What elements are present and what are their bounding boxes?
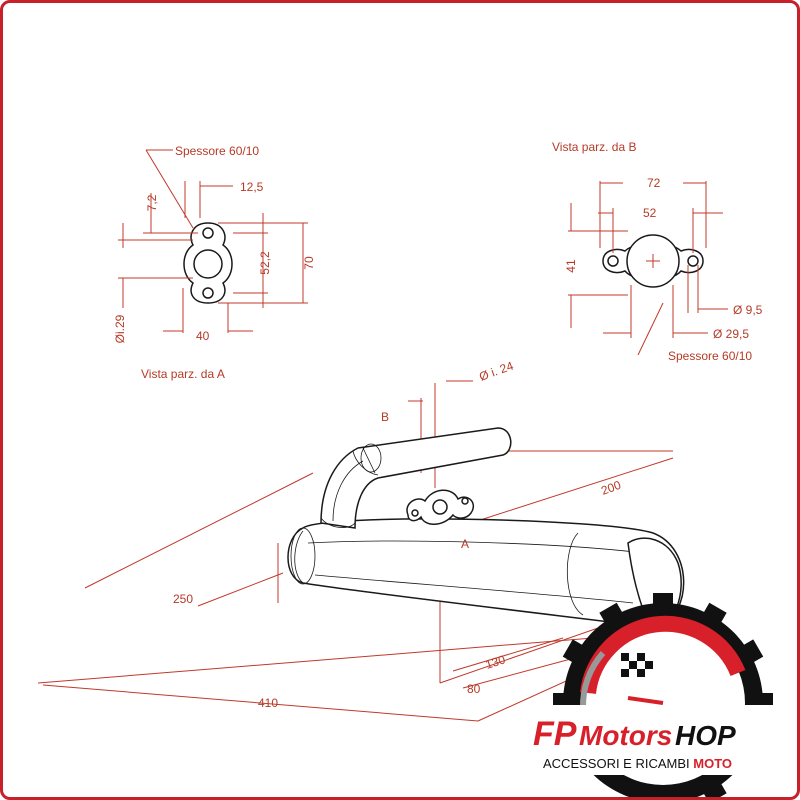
- view-a-dim-70: 70: [302, 256, 316, 270]
- logo-motors: Motors: [579, 720, 672, 751]
- view-b: Vista parz. da B 72 52 41 Ø 9,5 Ø 29,5 S…: [552, 140, 763, 363]
- fp-motorshop-logo: FP Motors HOP ACCESSORI E RICAMBI MOTO: [531, 593, 781, 797]
- view-b-dim-9-5: Ø 9,5: [733, 303, 763, 317]
- logo-hop: HOP: [675, 720, 736, 751]
- view-a-bore: [193, 249, 223, 279]
- view-b-thickness: Spessore 60/10: [668, 349, 752, 363]
- view-b-dim-72: 72: [647, 176, 661, 190]
- view-a-thickness: Spessore 60/10: [175, 144, 259, 158]
- view-a: Spessore 60/10 7,2 12,5 52,2 70 Øi.29 40…: [113, 144, 316, 381]
- view-a-dim-40: 40: [196, 329, 210, 343]
- technical-drawing: Spessore 60/10 7,2 12,5 52,2 70 Øi.29 40…: [37, 140, 781, 797]
- view-b-hole-left: [607, 255, 619, 267]
- view-a-caption: Vista parz. da A: [141, 367, 225, 381]
- view-a-hole-bottom: [202, 287, 214, 299]
- view-b-dim-29-5: Ø 29,5: [713, 327, 749, 341]
- main-dim-250: 250: [173, 592, 193, 606]
- view-a-dim-52-2: 52,2: [258, 251, 272, 275]
- logo-fp: FP: [533, 715, 577, 753]
- view-a-dim-7-2: 7,2: [145, 194, 159, 211]
- view-b-caption: Vista parz. da B: [552, 140, 637, 154]
- view-b-dim-41: 41: [564, 259, 578, 273]
- view-a-dim-i29: Øi.29: [113, 314, 127, 343]
- view-a-hole-top: [202, 227, 214, 239]
- main-label-a: A: [461, 537, 469, 551]
- view-b-dim-52: 52: [643, 206, 657, 220]
- inlet-pipe: [320, 427, 512, 529]
- view-a-dim-12-5: 12,5: [240, 180, 264, 194]
- logo-tagline: ACCESSORI E RICAMBI MOTO: [543, 756, 732, 771]
- main-dim-80: 80: [467, 682, 481, 696]
- main-dim-130: 130: [484, 652, 508, 672]
- view-b-hole-right: [687, 255, 699, 267]
- main-dim-i24: Ø i. 24: [477, 358, 515, 383]
- main-label-b: B: [381, 410, 389, 424]
- main-dim-200: 200: [599, 478, 623, 498]
- main-dim-410: 410: [258, 696, 278, 710]
